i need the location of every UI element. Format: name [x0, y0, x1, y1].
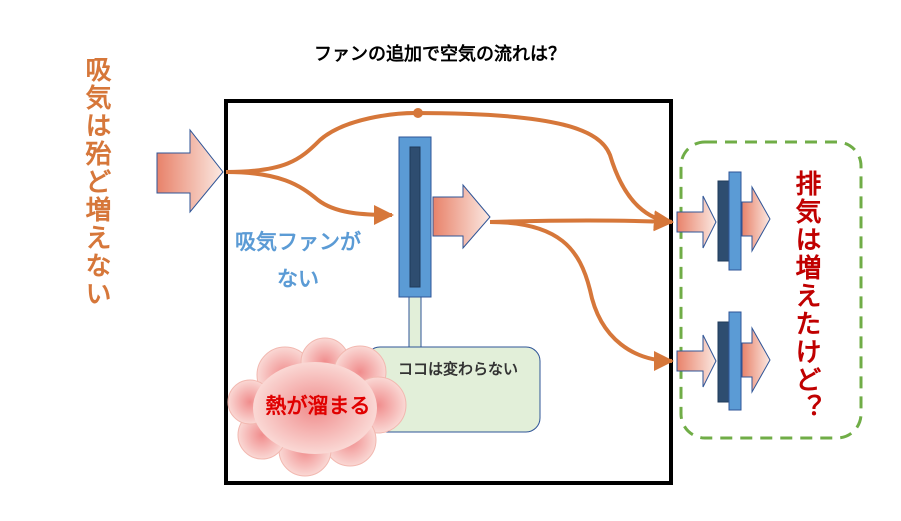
- exhaust-lower-in-arrow: [676, 334, 717, 388]
- airflow-down-to-exhaust: [489, 220, 674, 371]
- exhaust-region: [679, 140, 863, 440]
- airflow-lines: [225, 110, 674, 371]
- diagram-title: ファンの追加で空気の流れは？: [314, 43, 566, 65]
- airflow-upper: [225, 110, 674, 231]
- exhaust-lower-out-arrow: [741, 326, 771, 394]
- unchanged-area-label: ココは変わらない: [398, 360, 518, 378]
- exhaust-upper-in-arrow: [676, 195, 717, 249]
- heat-cloud: [227, 337, 407, 477]
- exhaust-upper-out-arrow: [741, 185, 771, 253]
- center-fan-block-arrow: [432, 183, 491, 250]
- intake-note-label: 吸気は殆ど増えない: [81, 56, 111, 308]
- airflow-lower: [225, 170, 394, 225]
- center-fan: [398, 136, 432, 298]
- flow-junction-dot: [413, 108, 423, 118]
- exhaust-fan-lower: [676, 311, 771, 411]
- fan-stem: [408, 291, 422, 351]
- pc-case: [224, 99, 673, 485]
- intake-block-arrow: [156, 128, 224, 214]
- exhaust-fan-upper: [676, 171, 771, 271]
- exhaust-note-label: 排気は増えたけど？: [791, 170, 821, 422]
- heat-cloud-label: 熱が溜まる: [266, 394, 371, 418]
- no-intake-fan-line2: ない: [277, 267, 319, 291]
- no-intake-fan-line1: 吸気ファンが: [235, 230, 361, 254]
